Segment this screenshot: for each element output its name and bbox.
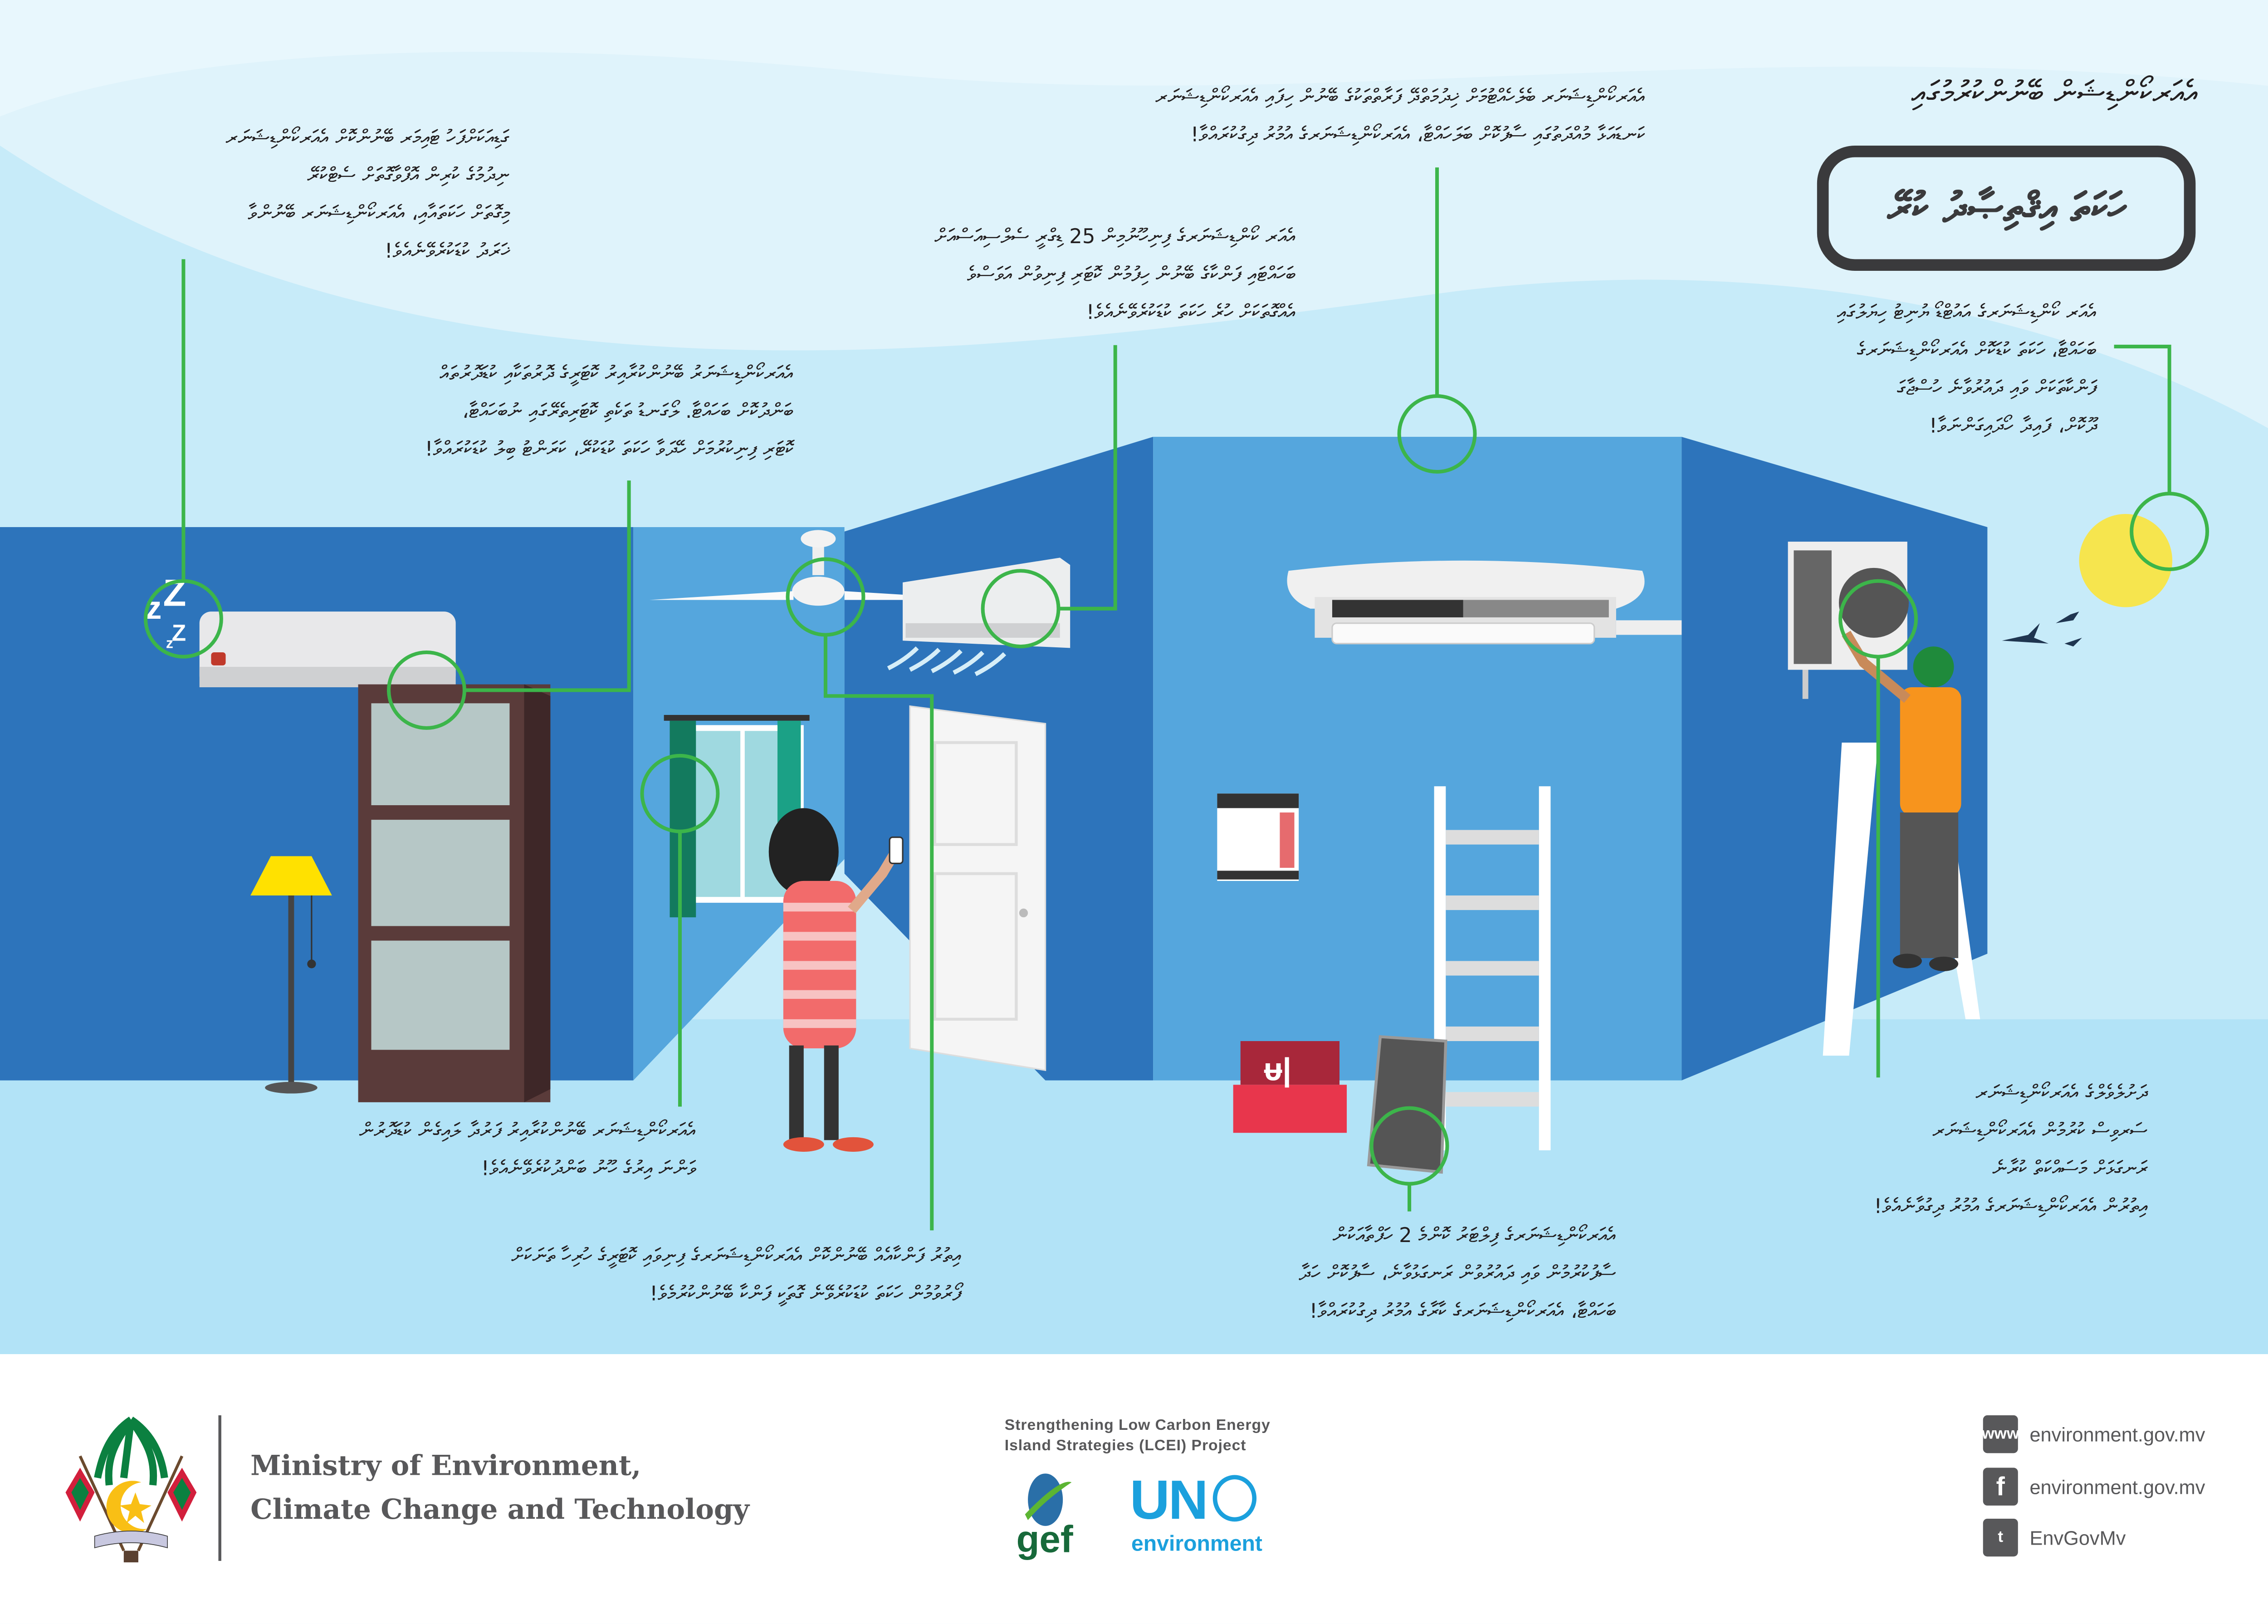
sky-swoosh-light xyxy=(0,0,2268,117)
tip-line: ގަޑިއަކަށްފަހު ޓައިމަރ ބޭނުންކޮށް އެއަރކ… xyxy=(225,127,510,150)
tip-line: އިތުރުން އެއަރކޯންޑިޝަނަރގެ އުމުރު ދިގުވ… xyxy=(1874,1195,2148,1219)
ministry-name: Ministry of Environment, Climate Change … xyxy=(250,1444,749,1532)
tip-line: ބަންދުކޮށް ބަހައްޓާ. ލޯގަނޑު ތަކެތި ކޮޓަ… xyxy=(462,400,794,424)
gef-logo: gef xyxy=(1016,1517,1073,1561)
maldives-emblem xyxy=(65,1416,197,1563)
svg-text:z: z xyxy=(166,635,173,651)
tip-line: ކޮޓަރި ފިނިކުރުމަށް ހޭދަވާ ހަކަތަ ކުޑަކު… xyxy=(425,438,794,462)
website-link[interactable]: www environment.gov.mv xyxy=(1982,1415,2205,1453)
tip-line: އެއަރކޯންޑިޝަނަރ ބޭނުންކުރާއިރު ފަރުދާ ލ… xyxy=(359,1120,696,1143)
tip-sleep-timer: ގަޑިއަކަށްފަހު ޓައިމަރ ބޭނުންކޮށް އެއަރކ… xyxy=(226,119,510,271)
callout-fan xyxy=(823,635,934,1231)
callout-close-doors xyxy=(466,480,631,692)
page-title: އެއަރކޯންޑިޝަން ބޭނުންކުރުމުގައި xyxy=(1911,75,2199,113)
facebook-link[interactable]: f environment.gov.mv xyxy=(1983,1467,2205,1506)
toolbox: ᵾ| xyxy=(1233,1041,1347,1133)
project-line-1: Strengthening Low Carbon Energy xyxy=(1004,1417,1271,1434)
birds xyxy=(2002,611,2082,647)
ministry-line-2: Climate Change and Technology xyxy=(250,1494,749,1526)
tip-line: ވަންނަ އިރުގެ ހޫނު ބަންދުކުރެވޭނެއެވެ! xyxy=(481,1157,696,1181)
door xyxy=(909,705,1046,1071)
tip-line: ރަނގަޅަށް މަސައްކަތް ކުރާނެ xyxy=(1992,1157,2148,1181)
tip-curtains: އެއަރކޯންޑިޝަނަރ ބޭނުންކުރާއިރު ފަރުދާ ލ… xyxy=(359,1112,696,1188)
tip-filter: އެއަރކޯންޑިޝަނަރގެ ފިލްޓަރު ކޮންމެ 2 ހަފ… xyxy=(1299,1217,1616,1331)
callout-lines xyxy=(143,167,2209,1231)
tip-line: ސާފުކުރުމުން ވައި ދައުރުވުން ރަނގަޅުވާނެ… xyxy=(1299,1262,1616,1286)
tip-line: އެއަރ ކޯންޑިޝަނަރގެ ފިނިހޫނުމިން 25 ޑިގް… xyxy=(934,225,1296,249)
tip-maintenance: އެއަރކޯންޑިޝަނަރ ބެލެހެއްޓުމަށް ޚިދުމަތް… xyxy=(1155,78,1645,154)
tip-line: ބަހައްޓާ، ހަކަތަ ކުޑަކޮށް އެއަރކޯންޑިޝަނ… xyxy=(1857,339,2097,363)
outdoor-ac-unit xyxy=(1788,542,1909,699)
tip-line: އިތުރު ފަންކާއެއް ބޭނުންކޮށް އެއަރކޯންޑި… xyxy=(511,1245,961,1268)
tip-outdoor-unit: އެއަރ ކޯންޑިޝަނަރގެ އައުޓްޑޯ ޔުނިޓު ހިޔަ… xyxy=(1837,294,2097,445)
title-box: ހަކަތަ އިޤްތިޞާދު ކުރޭ xyxy=(1817,145,2196,271)
footer-divider xyxy=(218,1415,221,1561)
ladder xyxy=(1434,786,1551,1150)
svg-text:Z: Z xyxy=(172,620,186,646)
callout-temperature xyxy=(1058,345,1117,611)
tip-line: އެއަރކޯންޑިޝަނަރގެ ފިލްޓަރު ކޮންމެ 2 ހަފ… xyxy=(1332,1224,1616,1248)
tip-line: ފަންކާތަކަށް ވައި ދައުރުވާނެ ހުސްޖާގަ xyxy=(1897,377,2097,401)
globe-icon: www xyxy=(1982,1415,2019,1453)
tip-line: ފޯރުވުމުން ހަކަތަ ކުޑަކުރެވޭނެ ގޮތަކީ ފަ… xyxy=(650,1282,961,1306)
gef-globe-icon xyxy=(1025,1473,1072,1526)
twitter-icon: t xyxy=(1983,1518,2018,1557)
un-wreath-icon xyxy=(1212,1475,1256,1522)
tip-line: ކަނޑައަޅާ މުއްދަތުގައި ސާފުކޮށް ބަލަހައް… xyxy=(1190,123,1646,147)
ministry-line-1: Ministry of Environment, xyxy=(250,1450,641,1482)
tip-line: އެއަރކޯންޑިޝަނަރު ބޭނުންކުރާއިރު ކޮޓަރީގ… xyxy=(440,362,794,386)
tip-temperature: އެއަރ ކޯންޑިޝަނަރގެ ފިނިހޫނުމިން 25 ޑިގް… xyxy=(934,218,1296,332)
tip-line: ބަހައްޓާ، އެއަރކޯންޑިޝަނަރގެ ކާރާގެ އުމު… xyxy=(1309,1300,1616,1324)
ac-filter xyxy=(1367,1035,1447,1174)
wall-ac-center xyxy=(887,558,1070,676)
tip-line: ނިދުމުގެ ކުރިން އޮފްވާގޮތަށް ސެޓްކުރޭ xyxy=(307,164,510,188)
svg-text:ᵾ|: ᵾ| xyxy=(1264,1052,1291,1088)
un-logo: UN xyxy=(1130,1471,1256,1533)
facebook-text: environment.gov.mv xyxy=(2029,1476,2205,1498)
wall-ac-left xyxy=(199,611,456,688)
wardrobe xyxy=(358,684,551,1102)
tip-servicing: ދަށުލެވެލްގެ އެއަރކޯންޑިޝަނަރ ސަރވިސް ކު… xyxy=(1874,1075,2147,1226)
tip-line: މިގޮތަށް ހަކަތައާއި، އެއަރކޯންޑިޝަނަރ ބޭ… xyxy=(248,202,510,226)
footer: Ministry of Environment, Climate Change … xyxy=(0,1354,2268,1624)
project-name: Strengthening Low Carbon Energy Island S… xyxy=(1005,1415,1271,1456)
un-logo-text: UN xyxy=(1129,1470,1208,1532)
back-wall xyxy=(1153,436,1682,1081)
tip-line: އެއަރ ކޯންޑިޝަނަރގެ އައުޓްޑޯ ޔުނިޓު ހިޔަ… xyxy=(1837,301,2097,325)
twitter-link[interactable]: t EnvGovMv xyxy=(1983,1518,2126,1557)
tip-fan: އިތުރު ފަންކާއެއް ބޭނުންކޮށް އެއަރކޯންޑި… xyxy=(511,1238,961,1313)
callout-outdoor-unit xyxy=(2114,344,2171,494)
tip-line: ދަށުލެވެލްގެ އެއަރކޯންޑިޝަނަރ xyxy=(1975,1081,2148,1105)
tip-line: އެއްގޮތަކަށް ހުރެ ހަކަތަ ކުޑަކުރެވޭނެއެވ… xyxy=(1086,301,1296,325)
tip-line: ބަހައްޓައި ފަންކާގެ ބޭނުން ހިފުމުން ކޮޓަ… xyxy=(967,263,1296,287)
title-box-text: ހަކަތަ އިޤްތިޞާދު ކުރޭ xyxy=(1887,183,2126,232)
tip-line: ދޫކޮށް، ފައިދާ ހޯދައިގަންނަވާ! xyxy=(1929,415,2097,439)
tip-line: ޚަރަދު ކުޑަކުރެވޭނެއެވެ! xyxy=(384,240,510,264)
project-line-2: Island Strategies (LCEI) Project xyxy=(1004,1437,1246,1455)
floor-lamp xyxy=(250,856,332,1094)
sun xyxy=(2079,514,2173,607)
tip-line: އެއަރކޯންޑިޝަނަރ ބެލެހެއްޓުމަށް ޚިދުމަތް… xyxy=(1155,86,1646,109)
website-text: environment.gov.mv xyxy=(2029,1423,2205,1445)
facebook-icon: f xyxy=(1983,1467,2018,1506)
woman-with-remote xyxy=(768,808,904,1152)
un-environment-text: environment xyxy=(1131,1531,1262,1557)
wall-ac-open xyxy=(1287,560,1682,645)
wall-calendar xyxy=(1217,793,1299,881)
twitter-text: EnvGovMv xyxy=(2029,1526,2126,1549)
technician-on-ladder xyxy=(1823,631,1980,1056)
tip-line: ސަރވިސް ކުރުމުން އެއަރކޯންޑިޝަނަރ xyxy=(1932,1120,2148,1143)
tip-close-doors: އެއަރކޯންޑިޝަނަރު ބޭނުންކުރާއިރު ކޮޓަރީގ… xyxy=(425,355,794,469)
